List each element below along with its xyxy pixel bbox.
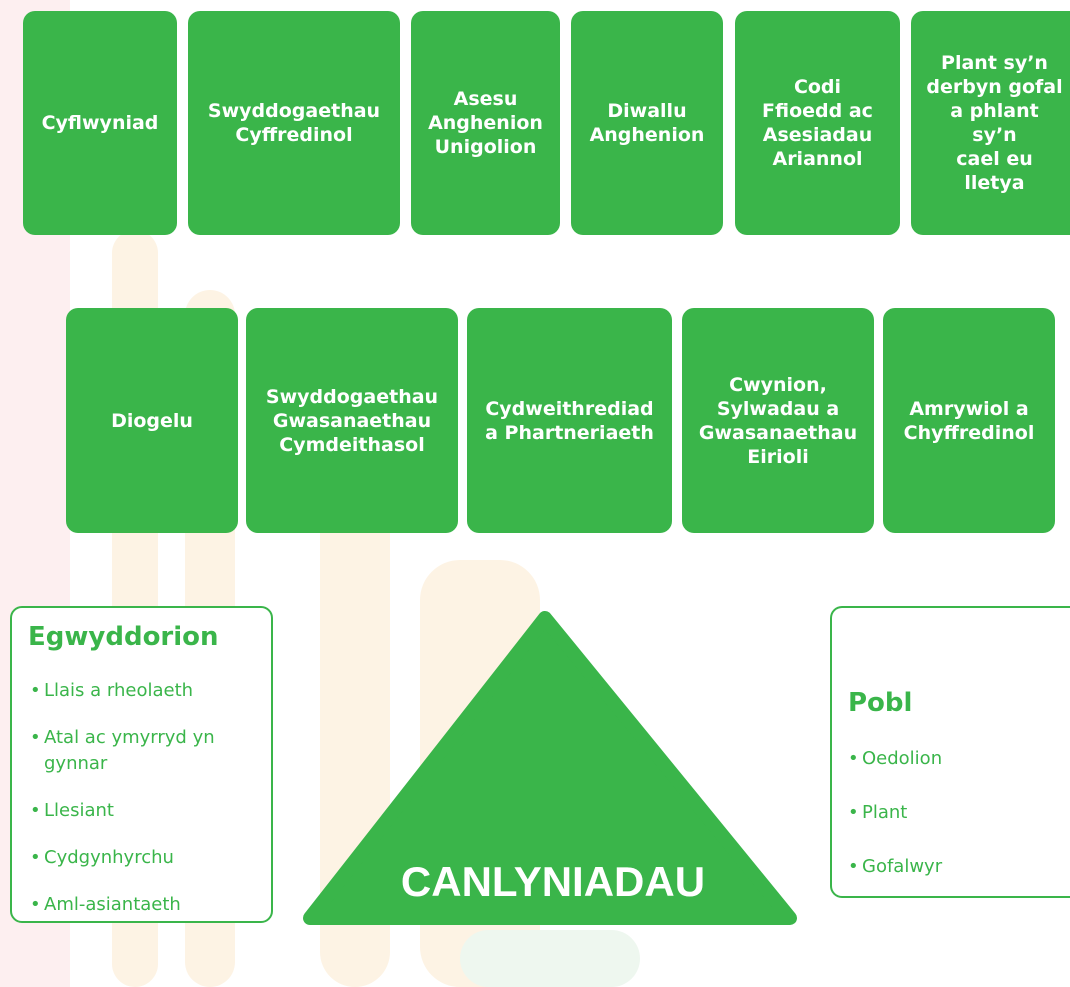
background-hand-shape xyxy=(320,470,390,987)
list-item: Plant xyxy=(848,800,1058,826)
list-item: Atal ac ymyrryd yn gynnar xyxy=(30,725,265,777)
tile-codi-ffioedd[interactable]: Codi Ffioedd ac Asesiadau Ariannol xyxy=(735,11,900,235)
tile-cwynion[interactable]: Cwynion, Sylwadau a Gwasanaethau Eirioli xyxy=(682,308,874,533)
principles-list: Llais a rheolaeth Atal ac ymyrryd yn gyn… xyxy=(30,678,265,918)
tile-amrywiol[interactable]: Amrywiol a Chyffredinol xyxy=(883,308,1055,533)
tile-cydweithrediad[interactable]: Cydweithrediad a Phartneriaeth xyxy=(467,308,672,533)
list-item: Gofalwyr xyxy=(848,854,1058,880)
outcomes-label: CANLYNIADAU xyxy=(400,858,706,905)
people-panel: Pobl Oedolion Plant Gofalwyr xyxy=(830,606,1070,898)
list-item: Cydgynhyrchu xyxy=(30,845,265,871)
list-item: Aml-asiantaeth xyxy=(30,892,265,918)
tile-swyddogaethau-gwasanaethau-cymdeithasol[interactable]: Swyddogaethau Gwasanaethau Cymdeithasol xyxy=(246,308,458,533)
people-title: Pobl xyxy=(848,688,913,718)
background-hand-shape xyxy=(420,560,540,987)
tile-asesu-anghenion-unigolion[interactable]: Asesu Anghenion Unigolion xyxy=(411,11,560,235)
tile-diwallu-anghenion[interactable]: Diwallu Anghenion xyxy=(571,11,723,235)
tile-swyddogaethau-cyffredinol[interactable]: Swyddogaethau Cyffredinol xyxy=(188,11,400,235)
principles-title: Egwyddorion xyxy=(28,622,219,652)
list-item: Oedolion xyxy=(848,746,1058,772)
tile-plant-derbyn-gofal[interactable]: Plant sy’n derbyn gofal a phlant sy’n ca… xyxy=(911,11,1070,235)
background-hand-shape xyxy=(460,930,640,987)
list-item: Llesiant xyxy=(30,798,265,824)
list-item: Llais a rheolaeth xyxy=(30,678,265,704)
tile-diogelu[interactable]: Diogelu xyxy=(66,308,238,533)
people-list: Oedolion Plant Gofalwyr xyxy=(848,746,1058,880)
principles-panel: Egwyddorion Llais a rheolaeth Atal ac ym… xyxy=(10,606,273,923)
tile-cyflwyniad[interactable]: Cyflwyniad xyxy=(23,11,177,235)
